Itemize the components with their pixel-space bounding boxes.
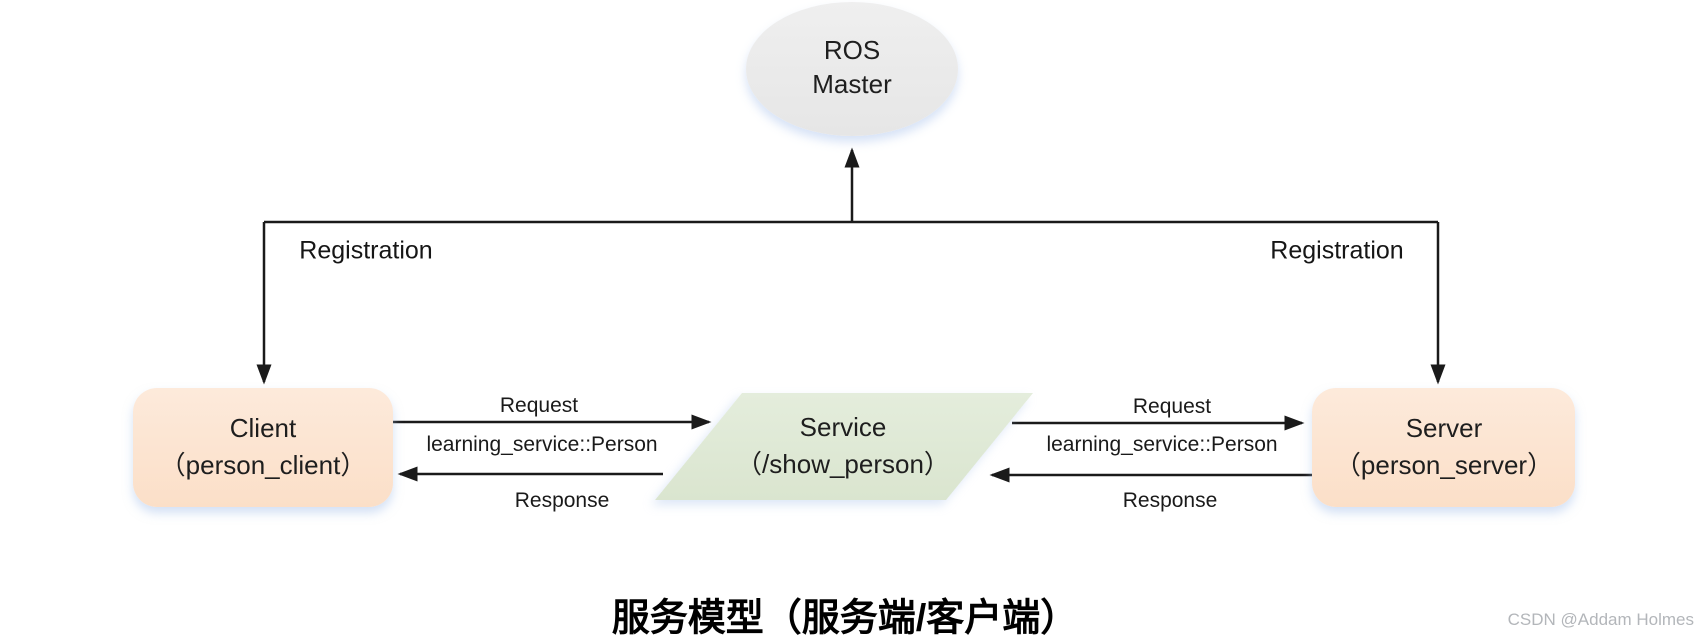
service-type-right-label: learning_service::Person	[1046, 433, 1278, 456]
service-type-left-label: learning_service::Person	[426, 433, 658, 456]
client-line1: Client	[229, 413, 297, 443]
csdn-watermark: CSDN @Addam Holmes	[1507, 610, 1694, 629]
node-server	[1312, 388, 1575, 507]
service-line1: Service	[799, 412, 887, 442]
service-line2: （/show_person）	[736, 449, 950, 479]
client-line2: （person_client）	[159, 450, 367, 480]
response-left-label: Response	[514, 489, 610, 512]
node-ros-master	[746, 2, 958, 136]
request-left-label: Request	[499, 394, 579, 417]
ros-master-label: ROS Master	[812, 33, 891, 101]
diagram-caption: 服务模型（服务端/客户端）	[611, 597, 1079, 640]
server-label: Server （person_server）	[1335, 410, 1553, 484]
node-client	[133, 388, 393, 507]
service-label: Service （/show_person）	[736, 409, 950, 483]
client-label: Client （person_client）	[160, 410, 367, 484]
request-right-label: Request	[1132, 395, 1212, 418]
ros-master-line2: Master	[812, 69, 892, 99]
registration-right-label: Registration	[1270, 236, 1404, 265]
server-line1: Server	[1405, 413, 1483, 443]
response-right-label: Response	[1122, 489, 1218, 512]
registration-left-label: Registration	[299, 236, 433, 265]
ros-master-line1: ROS	[823, 35, 881, 65]
server-line2: （person_server）	[1334, 450, 1554, 480]
